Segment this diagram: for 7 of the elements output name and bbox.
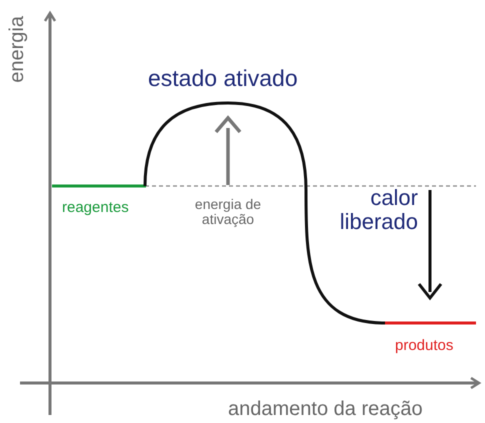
heat-label: calor liberado bbox=[338, 186, 418, 234]
product-label: produtos bbox=[395, 338, 454, 354]
peak-label: estado ativado bbox=[148, 66, 298, 92]
activation-energy-label: energia de ativação bbox=[194, 197, 262, 228]
axis-label: andamento da reação bbox=[228, 398, 423, 420]
reactant-label: reagentes bbox=[62, 200, 129, 216]
axis-label: energia bbox=[6, 16, 28, 83]
